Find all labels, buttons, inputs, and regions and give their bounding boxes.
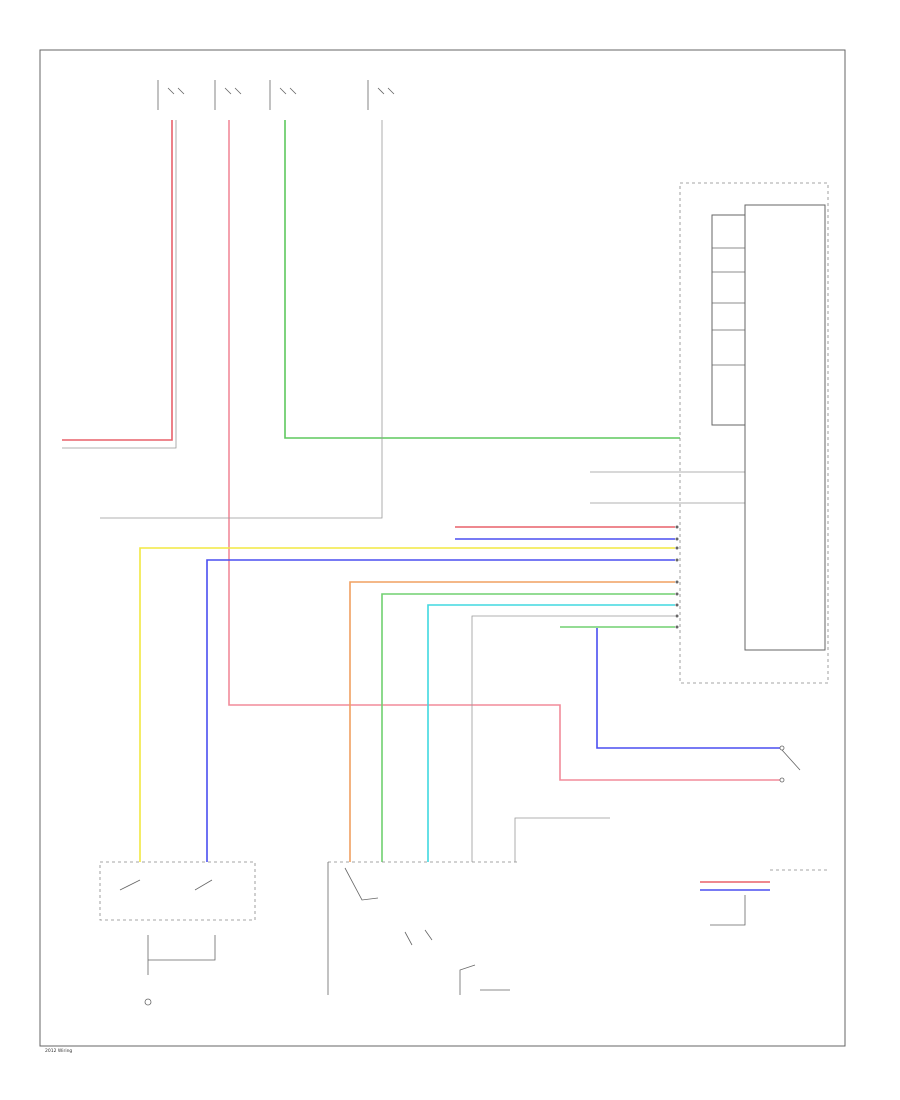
module-inner-box bbox=[744, 204, 826, 651]
orange-wire bbox=[349, 581, 675, 862]
sensor-switch-a bbox=[344, 867, 379, 901]
cyan-wire bbox=[427, 604, 675, 862]
bottom-left-switch-box bbox=[99, 861, 256, 1006]
blue-wire-stoplamp bbox=[596, 628, 780, 749]
gray-wire-fourth bbox=[100, 120, 383, 519]
light-green-wire bbox=[381, 593, 675, 862]
yellow-wire bbox=[139, 547, 675, 862]
fuse-symbol-d bbox=[377, 87, 395, 95]
pin-7 bbox=[675, 603, 679, 607]
gray-wire-faint bbox=[471, 615, 675, 862]
bottom-middle-sensor-box bbox=[327, 817, 610, 995]
pin-6 bbox=[675, 592, 679, 596]
stop-lamp-switch bbox=[779, 745, 801, 783]
red-wire-left bbox=[62, 120, 173, 441]
pin-3 bbox=[675, 546, 679, 550]
switch-node-bottom bbox=[779, 777, 785, 783]
fuse-symbol-c bbox=[279, 87, 297, 95]
pin-1 bbox=[675, 525, 679, 529]
gray-wire-left bbox=[62, 120, 177, 449]
module-pins bbox=[675, 525, 679, 629]
sensor-switch-b bbox=[404, 929, 433, 946]
bottom-right-connector bbox=[700, 869, 830, 926]
green-wire-main bbox=[284, 120, 680, 439]
ground-symbol bbox=[144, 998, 152, 1006]
page-frame bbox=[39, 49, 846, 1047]
sensor-switch-c bbox=[459, 964, 510, 995]
switch-1 bbox=[119, 879, 141, 891]
switch-box-wiring bbox=[147, 935, 216, 975]
pink-wire-main bbox=[228, 120, 780, 781]
bottom-right-ground bbox=[710, 895, 746, 926]
module-connector-strip bbox=[711, 214, 746, 426]
fuse-symbol-a bbox=[167, 87, 185, 95]
blue-wire bbox=[206, 559, 675, 862]
pin-8 bbox=[675, 614, 679, 618]
pin-9 bbox=[675, 625, 679, 629]
switch-node-top bbox=[779, 745, 785, 751]
pin-5 bbox=[675, 580, 679, 584]
fuse-blocks bbox=[157, 80, 395, 110]
fuse-symbol-b bbox=[224, 87, 242, 95]
module-outline bbox=[679, 182, 829, 684]
switch-box-outline bbox=[99, 861, 256, 921]
pin-2 bbox=[675, 537, 679, 541]
switch-2 bbox=[194, 879, 213, 891]
sensor-wire-out bbox=[514, 817, 610, 862]
pin-4 bbox=[675, 558, 679, 562]
switch-arm bbox=[781, 749, 801, 771]
engine-control-module bbox=[679, 182, 829, 684]
footer-label: 2012 Wiring bbox=[45, 1048, 72, 1054]
